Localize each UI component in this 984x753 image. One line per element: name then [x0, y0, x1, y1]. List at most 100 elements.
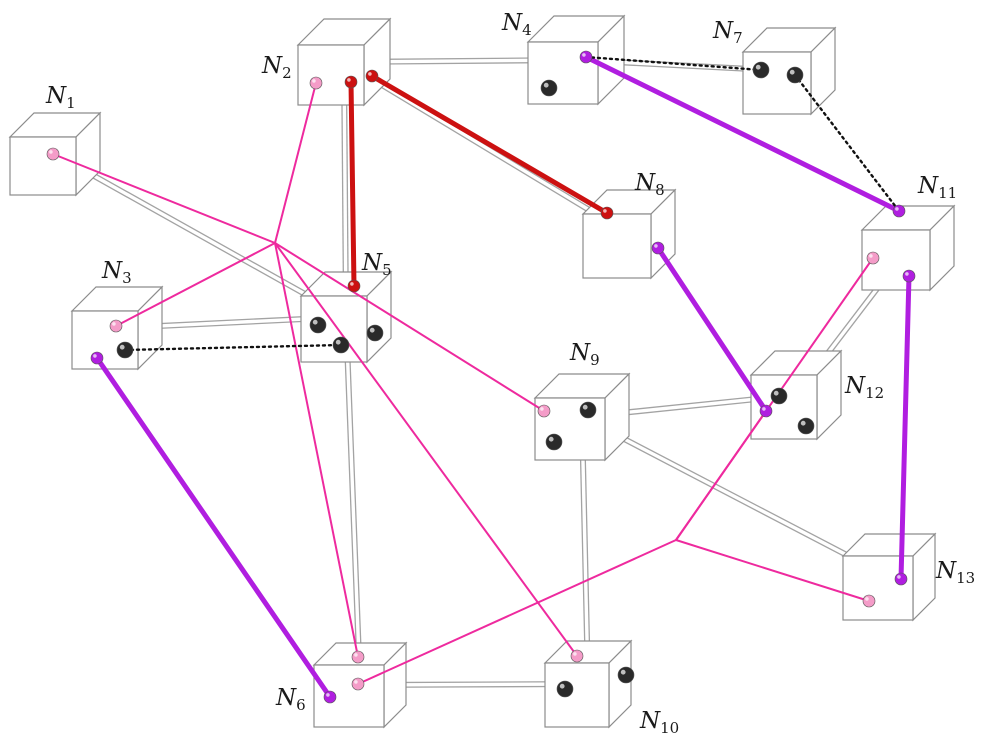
black-port-n10b1	[556, 680, 574, 698]
pink-port-n2a-highlight	[312, 79, 316, 83]
node-label-letter: N	[569, 340, 591, 366]
red-link-n2-n5	[348, 79, 357, 289]
purple-port-n3p-highlight	[93, 354, 97, 358]
pink-port-n13a	[862, 594, 876, 608]
pink-tree-layer	[52, 82, 874, 685]
node-n1	[8, 111, 102, 197]
purple-port-n13p	[894, 572, 908, 586]
node-label-n2: N2	[261, 53, 292, 82]
node-label-n9: N9	[569, 340, 600, 369]
red-link-n2-n8	[369, 73, 610, 216]
pink-port-n9a-highlight	[540, 407, 544, 411]
purple-port-n12p-highlight	[762, 407, 766, 411]
node-label-subscript: 5	[382, 261, 392, 279]
node-label-subscript: 1	[66, 94, 76, 112]
red-port-n5r	[347, 279, 361, 293]
dotted-link-n7-n11	[793, 73, 901, 213]
node-label-n13: N13	[935, 558, 975, 587]
black-port-n9b2-highlight	[548, 436, 554, 442]
pink-port-n9a	[537, 404, 551, 418]
colored-links-layer	[94, 54, 912, 700]
cube-front-face	[297, 44, 365, 106]
black-port-n7b2	[786, 66, 804, 84]
node-label-n6: N6	[275, 685, 306, 714]
black-port-n4b	[540, 79, 558, 97]
node-label-subscript: 4	[522, 21, 532, 39]
pink-tree-branch-n9	[274, 242, 545, 412]
pink-port-n10a	[570, 649, 584, 663]
node-n2	[296, 17, 392, 107]
pink-tree-branch-n2	[274, 82, 317, 244]
node-label-letter: N	[261, 53, 283, 79]
node-label-letter: N	[935, 558, 957, 584]
pink-tree-branch-n12	[675, 410, 767, 541]
cube-front-face	[9, 136, 77, 196]
pink-port-n3a	[109, 319, 123, 333]
node-label-letter: N	[275, 685, 297, 711]
node-label-letter: N	[501, 10, 523, 36]
purple-port-n8p	[651, 241, 665, 255]
black-port-n12b1-highlight	[773, 390, 779, 396]
node-label-subscript: 10	[660, 719, 679, 737]
node-n10	[543, 639, 633, 729]
fiber-link-inner-N2-N8	[343, 60, 630, 236]
node-label-letter: N	[45, 83, 67, 109]
black-port-n5b3	[332, 336, 350, 354]
purple-port-n4p-highlight	[582, 53, 586, 57]
black-port-n3b	[116, 341, 134, 359]
black-port-n12b1	[770, 387, 788, 405]
node-label-n1: N1	[45, 83, 76, 112]
black-port-n4b-highlight	[543, 82, 549, 88]
purple-port-n3p	[90, 351, 104, 365]
node-label-n8: N8	[634, 170, 665, 199]
purple-port-n6p-highlight	[326, 693, 330, 697]
purple-port-n8p-highlight	[654, 244, 658, 248]
node-label-letter: N	[917, 173, 939, 199]
dotted-link-n4-n7	[584, 55, 763, 72]
purple-port-n4p	[579, 50, 593, 64]
pink-tree-branch-n3	[115, 242, 276, 327]
cube-front-face	[842, 555, 914, 621]
purple-port-n11p	[892, 204, 906, 218]
black-port-n5b1	[309, 316, 327, 334]
cube-front-face	[742, 51, 812, 115]
node-label-n12: N12	[844, 373, 884, 402]
node-n5	[299, 270, 393, 364]
red-port-n2r1	[344, 75, 358, 89]
node-label-n10: N10	[639, 708, 679, 737]
node-label-subscript: 8	[655, 181, 665, 199]
black-port-n10b1-highlight	[559, 683, 565, 689]
node-label-subscript: 9	[590, 351, 600, 369]
node-label-subscript: 6	[296, 696, 306, 714]
node-n7	[741, 26, 837, 116]
pink-tree-branch-n1	[52, 153, 276, 244]
red-port-n8r-highlight	[603, 209, 607, 213]
black-port-n10b2	[617, 666, 635, 684]
node-label-n3: N3	[101, 258, 132, 287]
black-port-n7b1	[752, 61, 770, 79]
node-label-letter: N	[361, 250, 383, 276]
node-label-letter: N	[101, 258, 123, 284]
pink-port-n11a	[866, 251, 880, 265]
node-label-subscript: 11	[938, 184, 957, 202]
pink-tree-branch-n13	[675, 539, 870, 602]
black-port-n12b2	[797, 417, 815, 435]
node-label-subscript: 12	[865, 384, 884, 402]
purple-link-n3-n6	[94, 355, 333, 700]
purple-link-n4-n11	[583, 54, 902, 214]
pink-port-n3a-highlight	[112, 322, 116, 326]
pink-port-n6a1	[351, 650, 365, 664]
dotted-link-n3-n5	[123, 343, 343, 352]
red-port-n2r2-highlight	[368, 72, 372, 76]
black-port-n7b1-highlight	[755, 64, 761, 70]
node-label-n4: N4	[501, 10, 532, 39]
pink-tree-branch-n6	[274, 242, 359, 658]
purple-link-n8-n12	[655, 245, 769, 414]
node-label-n5: N5	[361, 250, 392, 279]
node-label-letter: N	[634, 170, 656, 196]
red-port-n8r	[600, 206, 614, 220]
black-port-n5b3-highlight	[335, 339, 341, 345]
pink-port-n11a-highlight	[869, 254, 873, 258]
node-label-letter: N	[712, 18, 734, 44]
